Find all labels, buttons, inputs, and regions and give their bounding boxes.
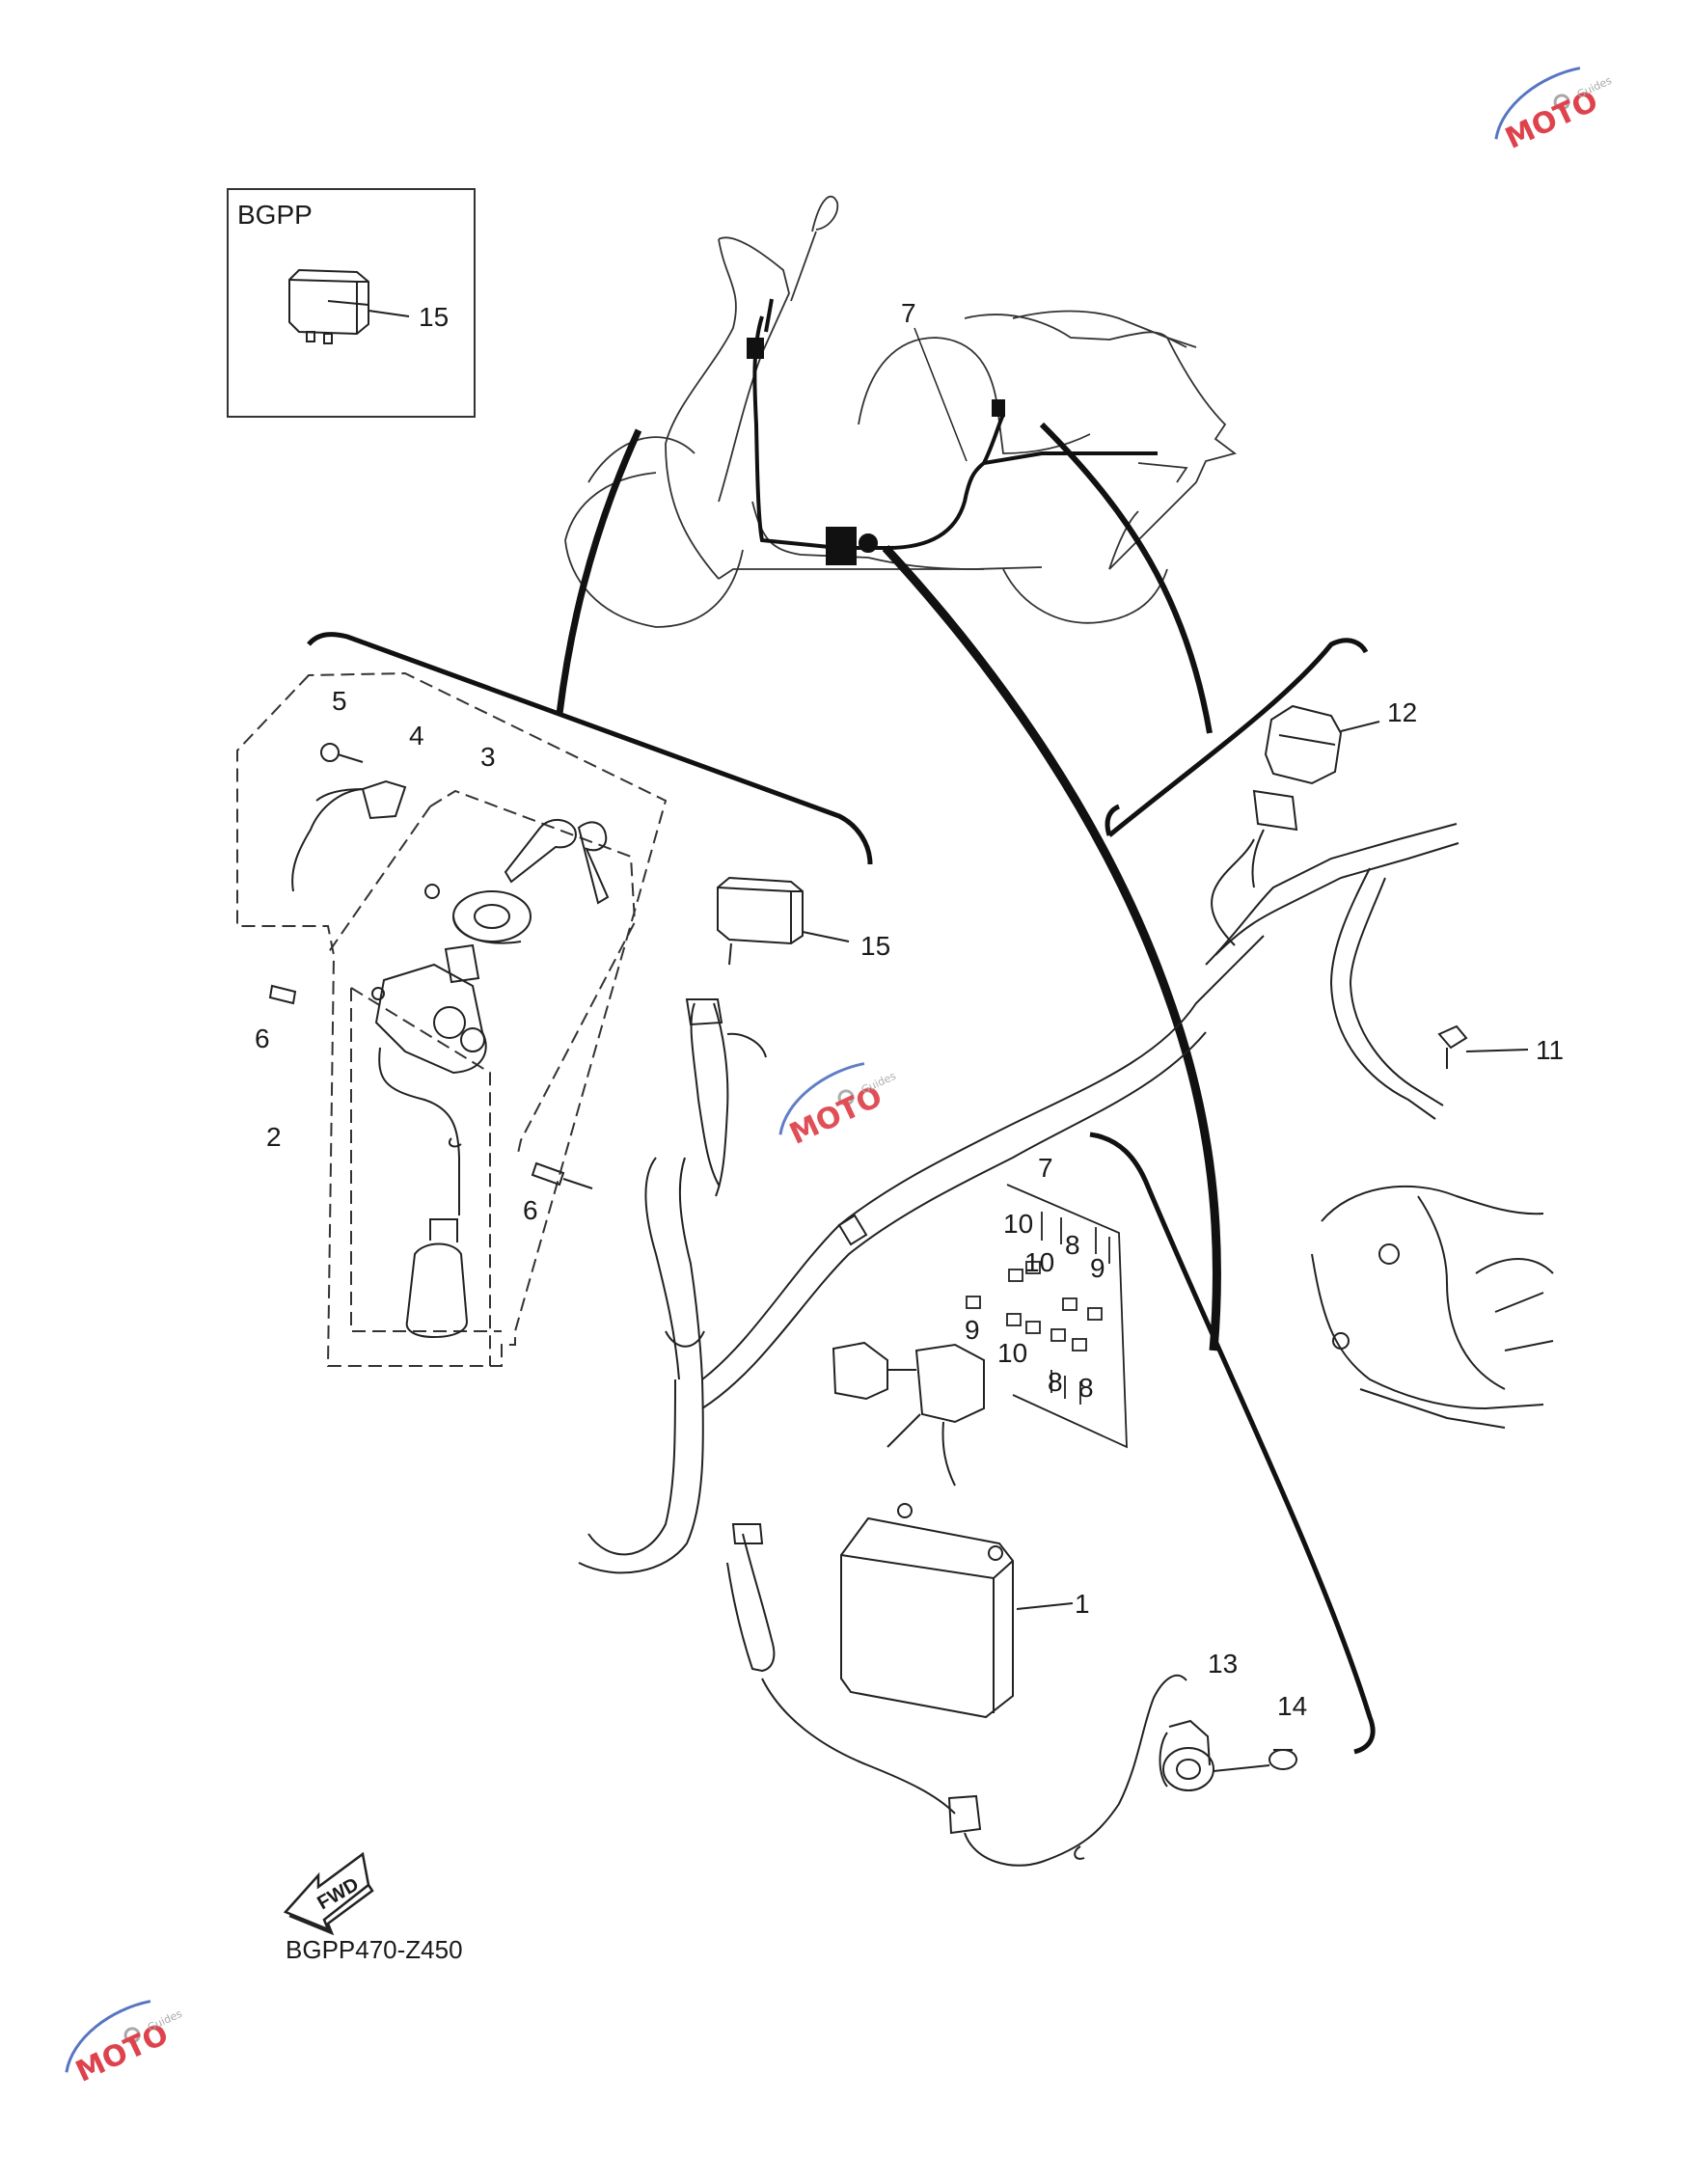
connector-curves — [556, 422, 1221, 1351]
callout-label: 11 — [1536, 1035, 1564, 1065]
callout-label: 15 — [860, 931, 890, 961]
panel-brackets — [307, 632, 1376, 1755]
dashed-group — [236, 671, 668, 1367]
callout-label: 3 — [480, 742, 496, 772]
callout-labels: 15 12 5 4 3 15 6 11 2 7 10 10 8 9 6 9 10… — [255, 302, 1564, 1721]
callout-label: 10 — [1024, 1247, 1054, 1277]
callout-label: 13 — [1208, 1649, 1238, 1679]
inset-label: BGPP — [237, 200, 313, 230]
scooter-outline — [564, 195, 1238, 628]
main-harness — [578, 704, 1554, 1867]
inset-relay-part — [288, 268, 410, 344]
fwd-arrow-icon: FWD — [283, 1851, 374, 1936]
watermark-logo-icon: MOTO Guides — [778, 1062, 898, 1152]
fuse-group — [966, 1184, 1128, 1449]
callout-label: 7 — [901, 298, 916, 328]
callout-label: 6 — [523, 1195, 538, 1225]
callout-label: 2 — [266, 1122, 282, 1152]
callout-label: 5 — [332, 686, 347, 716]
callout-label: 7 — [1038, 1153, 1053, 1183]
watermark-logo-icon: MOTO Guides — [65, 2000, 184, 2089]
inset-box: BGPP — [227, 188, 476, 418]
callout-label: 15 — [419, 302, 449, 332]
figure-code: BGPP470-Z450 — [286, 1935, 463, 1964]
callout-label: 9 — [1090, 1253, 1105, 1283]
scooter-harness — [747, 298, 1158, 565]
callout-label: 6 — [255, 1024, 270, 1053]
callout-label: 9 — [965, 1315, 980, 1345]
ignition-parts — [268, 743, 610, 1339]
callout-label: 4 — [409, 721, 424, 751]
callout-label: 14 — [1277, 1691, 1307, 1721]
callout-label: 12 — [1387, 697, 1417, 727]
watermark-logo-icon: MOTO Guides — [1494, 67, 1614, 156]
callout-label: 8 — [1065, 1230, 1080, 1260]
callout-label: 8 — [1078, 1373, 1094, 1403]
callout-label: 10 — [1003, 1209, 1033, 1239]
callout-label: 8 — [1048, 1367, 1063, 1397]
callout-label: 10 — [997, 1338, 1027, 1368]
callout-label: 1 — [1075, 1589, 1090, 1619]
